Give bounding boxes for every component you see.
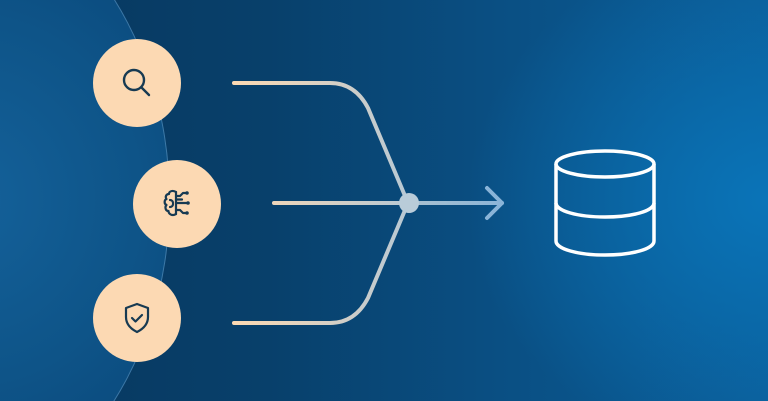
shield-check-icon [124, 302, 150, 334]
brain-circuit-icon [163, 189, 190, 217]
database-icon [554, 149, 656, 257]
source-ai: AI [133, 160, 221, 248]
arrow-head-icon [485, 186, 504, 220]
source-search: Search [93, 39, 181, 127]
target-database: Database [553, 148, 657, 265]
junction-node [399, 193, 419, 213]
connector-bottom [232, 201, 410, 325]
source-security: Security [93, 274, 181, 362]
search-icon [122, 68, 151, 97]
connector-top [232, 81, 410, 205]
